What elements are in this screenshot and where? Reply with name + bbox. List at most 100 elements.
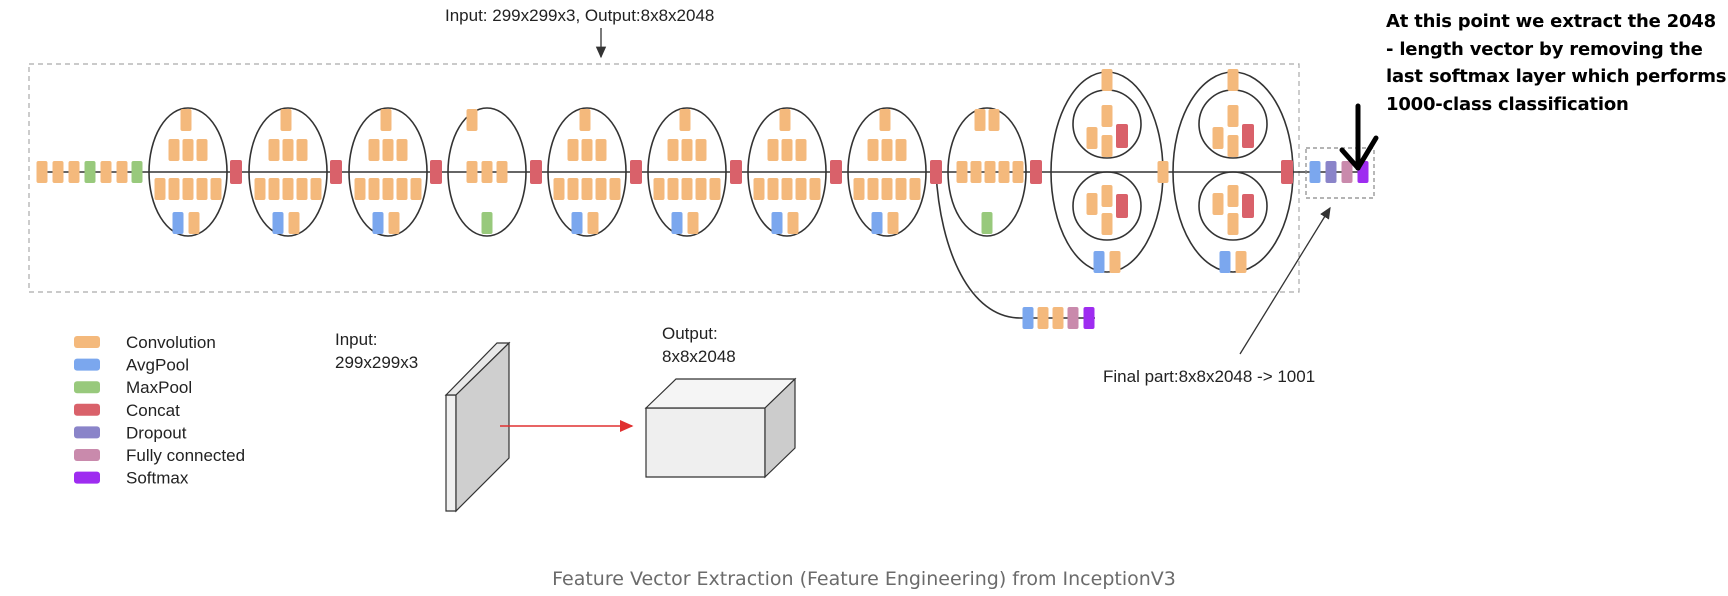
conv-block — [280, 109, 292, 131]
conv-block — [368, 178, 380, 200]
legend-label: Concat — [126, 401, 180, 420]
conv-block — [1227, 185, 1239, 207]
conv-block — [1101, 105, 1113, 127]
legend-swatch — [74, 471, 100, 484]
conv-block — [867, 178, 879, 200]
legend: ConvolutionAvgPoolMaxPoolConcatDropoutFu… — [74, 333, 245, 488]
conv-block — [1227, 105, 1239, 127]
input-label-line1: Input: — [335, 330, 378, 349]
conv-block — [282, 139, 294, 161]
conv-block — [496, 161, 508, 183]
conv-block — [909, 178, 921, 200]
max-block — [481, 212, 493, 234]
conv-block — [380, 109, 392, 131]
conv-block — [581, 178, 593, 200]
conv-block — [881, 139, 893, 161]
conv-block — [388, 212, 400, 234]
conv-block — [210, 178, 222, 200]
concat-block — [530, 160, 542, 184]
legend-label: Fully connected — [126, 446, 245, 465]
concat-block — [1116, 124, 1128, 148]
conv-block — [1086, 193, 1098, 215]
max-block — [131, 161, 143, 183]
final-part-arrow — [1239, 206, 1331, 355]
final-part-label: Final part:8x8x2048 -> 1001 — [1103, 367, 1315, 386]
conv-block — [956, 161, 968, 183]
conv-block — [867, 139, 879, 161]
soft-block — [1083, 307, 1095, 329]
avg-block — [871, 212, 883, 234]
legend-label: Softmax — [126, 469, 189, 488]
conv-block — [781, 139, 793, 161]
conv-block — [188, 212, 200, 234]
conv-block — [1157, 161, 1169, 183]
input-tensor — [444, 341, 511, 513]
conv-block — [795, 139, 807, 161]
conv-block — [1101, 69, 1113, 91]
legend-swatch — [74, 449, 100, 461]
auxiliary-branch-line — [935, 171, 1021, 319]
conv-block — [581, 139, 593, 161]
conv-block — [354, 178, 366, 200]
legend-swatch — [74, 403, 100, 416]
conv-block — [481, 161, 493, 183]
conv-block — [887, 212, 899, 234]
conv-block — [310, 178, 322, 200]
conv-block — [681, 139, 693, 161]
conv-block — [984, 161, 996, 183]
concat-block — [1030, 160, 1042, 184]
network-boundary — [28, 63, 1300, 293]
conv-block — [196, 139, 208, 161]
concat-block — [1281, 160, 1293, 184]
conv-block — [881, 178, 893, 200]
conv-block — [695, 178, 707, 200]
conv-block — [296, 139, 308, 161]
legend-label: Dropout — [126, 423, 187, 442]
conv-block — [781, 178, 793, 200]
conv-block — [1012, 161, 1024, 183]
conv-block — [609, 178, 621, 200]
conv-block — [753, 178, 765, 200]
conv-block — [988, 109, 1000, 131]
conv-block — [1052, 307, 1064, 329]
legend-swatch — [74, 426, 100, 439]
conv-block — [52, 161, 64, 183]
concat-block — [1242, 124, 1254, 148]
conv-block — [254, 178, 266, 200]
conv-block — [1086, 127, 1098, 149]
legend-swatch — [74, 358, 100, 371]
conv-block — [36, 161, 48, 183]
output-tensor — [644, 377, 797, 479]
concat-block — [930, 160, 942, 184]
conv-block — [268, 178, 280, 200]
conv-block — [767, 178, 779, 200]
conv-block — [1101, 135, 1113, 157]
fc-block — [1341, 161, 1353, 183]
layer-blocks — [36, 69, 1369, 329]
conv-block — [268, 139, 280, 161]
conv-block — [116, 161, 128, 183]
avg-block — [1093, 251, 1105, 273]
max-block — [84, 161, 96, 183]
concat-block — [1242, 194, 1254, 218]
conv-block — [709, 178, 721, 200]
conv-block — [1109, 251, 1121, 273]
avg-block — [571, 212, 583, 234]
conv-block — [567, 139, 579, 161]
avg-block — [771, 212, 783, 234]
conv-block — [1101, 213, 1113, 235]
conv-block — [681, 178, 693, 200]
concat-block — [430, 160, 442, 184]
conv-block — [168, 139, 180, 161]
output-label-line2: 8x8x2048 — [662, 347, 736, 366]
avg-block — [1219, 251, 1231, 273]
avg-block — [1022, 307, 1034, 329]
conv-block — [288, 212, 300, 234]
avg-block — [1309, 161, 1321, 183]
conv-block — [1227, 213, 1239, 235]
conv-block — [895, 139, 907, 161]
output-label-line1: Output: — [662, 324, 718, 343]
conv-block — [779, 109, 791, 131]
input-label-line2: 299x299x3 — [335, 353, 418, 372]
